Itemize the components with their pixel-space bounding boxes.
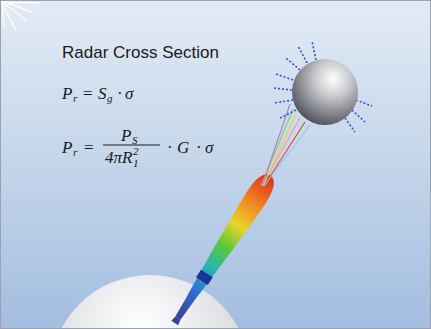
target-sphere [292,59,358,125]
formula-symbol: G [177,139,189,156]
radar-beam [166,169,280,329]
earth-sphere [50,275,250,329]
sparkle [0,0,40,30]
formula-symbol: · [117,85,123,102]
incident-rays [261,104,310,186]
formula-symbol: = [84,139,94,156]
formula-symbol: σ [205,139,213,156]
formula-symbol: · [167,139,173,156]
scattered-rays [273,41,372,132]
formula-symbol: S [98,85,107,102]
formula-symbol: P [62,85,72,102]
formula-symbol: = [83,85,93,102]
formula-symbol: σ [125,85,133,102]
formula-symbol: 4πR [105,149,132,166]
formula-symbol: S [132,135,138,146]
formula-symbol: · [196,139,202,156]
formula-symbol: P [62,139,72,156]
formula-symbol: r [73,93,77,104]
formula-symbol: 2 [133,146,139,157]
formula-symbol: 1 [133,158,139,169]
slide-title: Radar Cross Section [62,44,219,61]
formula-symbol: P [121,127,131,144]
formula-symbol: r [73,147,77,158]
formula-symbol: g [107,93,113,104]
fraction-bar [103,145,160,146]
